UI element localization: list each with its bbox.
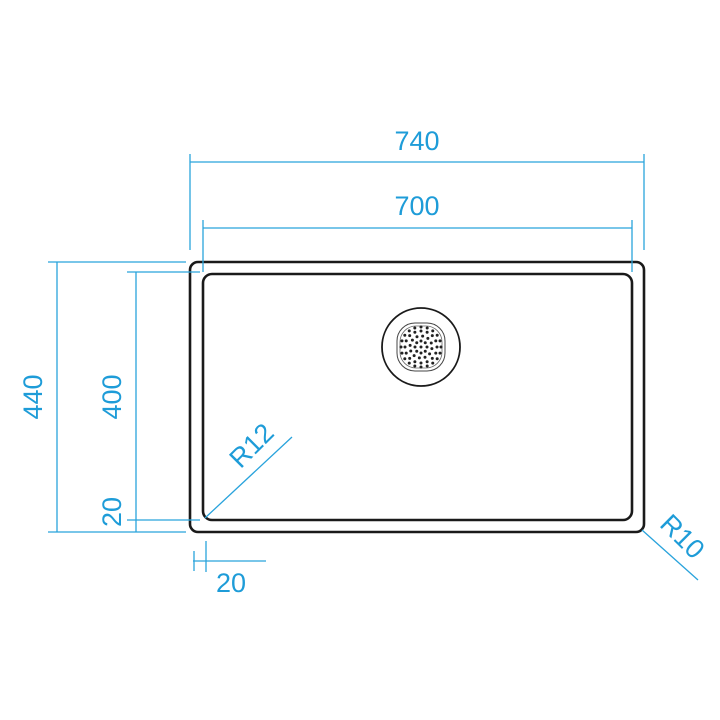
- drain-outer-ring: [381, 307, 461, 387]
- drain-hole: [430, 356, 434, 360]
- drain-hole: [404, 339, 408, 343]
- label-inner-height: 400: [97, 374, 127, 419]
- drain-hole: [415, 335, 419, 339]
- drain-hole: [428, 352, 432, 356]
- drain-hole: [413, 360, 417, 364]
- drain-hole: [419, 351, 423, 355]
- drain-holes: [399, 325, 443, 369]
- drain-hole: [408, 343, 412, 347]
- drain-hole: [417, 356, 421, 360]
- drain-hole: [419, 339, 423, 343]
- drain-hole: [423, 349, 427, 353]
- dimension-outer-width: 740: [189, 126, 645, 250]
- sink-outline: [188, 260, 646, 534]
- drain-hole: [439, 345, 443, 349]
- label-inner-width: 700: [394, 191, 439, 221]
- drain-hole: [423, 355, 427, 359]
- label-outer-radius: R10: [654, 509, 710, 565]
- drain-hole: [435, 345, 439, 349]
- drain-hole: [425, 364, 429, 368]
- label-outer-height: 440: [18, 374, 48, 419]
- drain-hole: [400, 351, 404, 355]
- inner-basin: [201, 272, 634, 522]
- drain-hole: [410, 338, 414, 342]
- drain-strainer: [396, 322, 446, 372]
- drain-hole: [407, 361, 411, 365]
- drain-hole: [438, 351, 442, 355]
- drain-hole: [419, 345, 423, 349]
- drain-hole: [400, 339, 404, 343]
- drain-hole: [434, 339, 438, 343]
- drain-hole: [415, 341, 419, 345]
- drain-hole: [404, 351, 408, 355]
- drain-hole: [425, 345, 429, 349]
- drain-hole: [403, 345, 407, 349]
- drain-hole: [438, 339, 442, 343]
- drain-hole: [413, 326, 417, 330]
- drain-hole: [408, 356, 412, 360]
- dimension-outer-radius: R10: [641, 509, 710, 581]
- drain-hole: [425, 330, 429, 334]
- drain-hole: [429, 341, 433, 345]
- drain-hole: [412, 354, 416, 358]
- drain-hole: [415, 349, 419, 353]
- drain-hole: [430, 334, 434, 338]
- dimension-inner-height: 400 20: [97, 271, 200, 532]
- label-rim-horizontal: 20: [216, 568, 246, 598]
- drain-hole: [423, 341, 427, 345]
- label-rim-vertical: 20: [97, 497, 127, 527]
- drain-hole: [419, 325, 423, 329]
- drain-hole: [403, 333, 407, 337]
- drain-hole: [408, 334, 412, 338]
- label-inner-radius: R12: [224, 418, 280, 474]
- label-outer-width: 740: [394, 126, 439, 156]
- drain-hole: [425, 326, 429, 330]
- drain-hole: [419, 361, 423, 365]
- dimension-outer-height: 440: [18, 261, 186, 533]
- drain-hole: [413, 364, 417, 368]
- drain-hole: [435, 333, 439, 337]
- drain-hole: [421, 334, 425, 338]
- drain: [381, 307, 461, 387]
- drain-hole: [407, 329, 411, 333]
- drain-hole: [409, 349, 413, 353]
- drain-hole: [399, 345, 403, 349]
- dimension-inner-width: 700: [202, 191, 633, 272]
- drain-hole: [403, 357, 407, 361]
- drain-hole: [431, 361, 435, 365]
- drain-hole: [413, 345, 417, 349]
- drain-hole: [419, 365, 423, 369]
- drain-hole: [430, 347, 434, 351]
- drain-hole: [413, 330, 417, 334]
- drain-hole: [425, 360, 429, 364]
- drain-hole: [434, 351, 438, 355]
- dimension-rim-horizontal: 20: [193, 541, 266, 598]
- drain-hole: [419, 329, 423, 333]
- drain-hole: [426, 336, 430, 340]
- drain-hole: [431, 329, 435, 333]
- outer-rim: [188, 260, 646, 534]
- dimension-inner-radius: R12: [204, 418, 293, 519]
- drain-hole: [435, 357, 439, 361]
